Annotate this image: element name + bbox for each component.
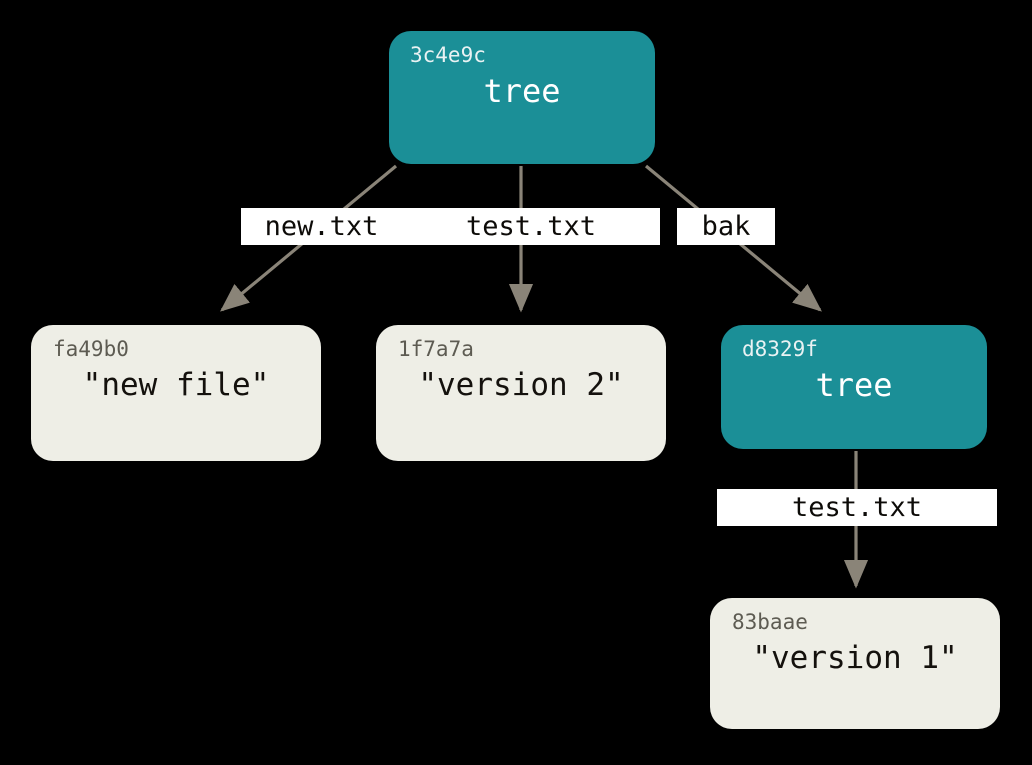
node-label: "version 2" [418,367,624,403]
edge-label-new-txt: new.txt [241,208,402,245]
node-label: tree [483,72,561,110]
node-blob-fa49b0[interactable]: fa49b0 "new file" [31,325,321,461]
node-hash: d8329f [742,337,818,361]
node-hash: fa49b0 [53,337,129,361]
node-label: "version 1" [752,640,958,676]
node-blob-1f7a7a[interactable]: 1f7a7a "version 2" [376,325,666,461]
node-hash: 83baae [732,610,808,634]
node-blob-83baae[interactable]: 83baae "version 1" [710,598,1000,729]
node-label: tree [815,366,893,404]
node-hash: 1f7a7a [398,337,474,361]
node-tree-3c4e9c[interactable]: 3c4e9c tree [389,31,655,164]
node-tree-d8329f[interactable]: d8329f tree [721,325,987,449]
edge-label-test-txt-root: test.txt [402,208,660,245]
edge-label-bak: bak [677,208,775,245]
node-label: "new file" [82,367,270,403]
edge-label-test-txt-bak: test.txt [717,489,997,526]
node-hash: 3c4e9c [410,43,486,67]
